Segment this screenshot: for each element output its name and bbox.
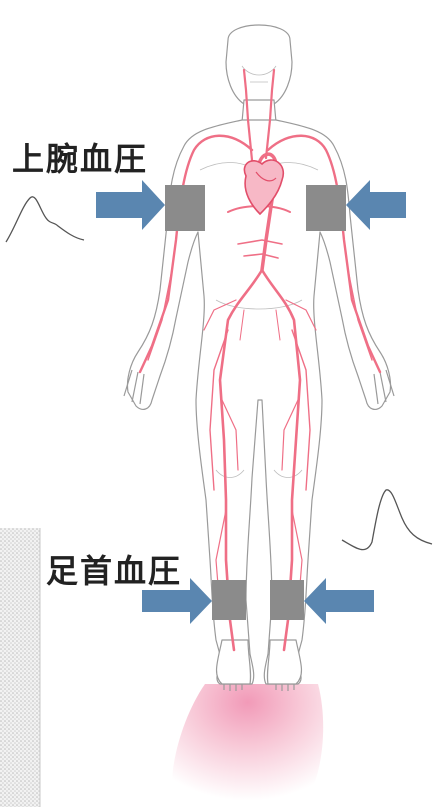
arrow-left-icon: [304, 578, 374, 624]
upper-arm-pulse-waveform: [6, 197, 84, 242]
ankle-bp-label: 足首血圧: [46, 546, 182, 592]
upper-arm-cuff-left: [165, 185, 205, 231]
floor-glow: [172, 684, 323, 807]
head: [226, 25, 292, 104]
arrow-right-icon: [96, 180, 165, 230]
ankle-cuff-right: [270, 580, 304, 620]
ankle-pulse-waveform: [342, 490, 432, 550]
ankle-cuff-left: [212, 580, 246, 620]
arrow-left-icon: [346, 180, 406, 230]
upper-arm-cuff-right: [306, 185, 346, 231]
upper-arm-bp-label: 上腕血圧: [12, 134, 148, 180]
side-panel: [0, 528, 40, 807]
